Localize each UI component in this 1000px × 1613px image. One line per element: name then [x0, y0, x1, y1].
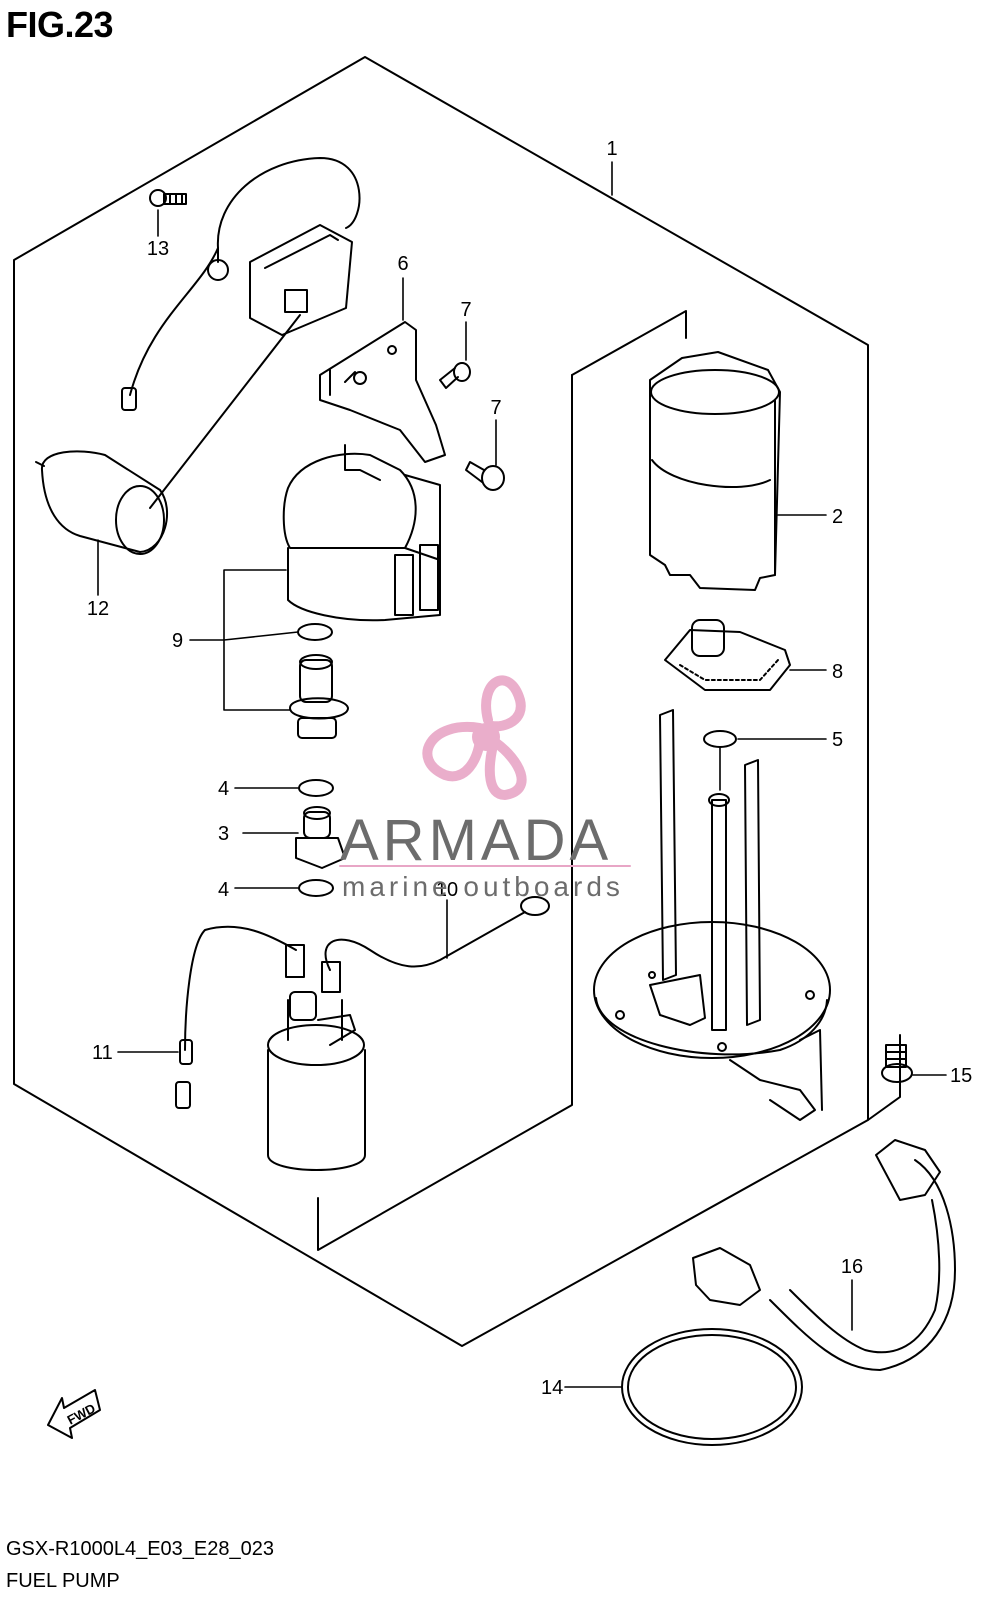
part-12-fuel-level-sender [35, 157, 361, 555]
callout-8: 8 [832, 661, 843, 683]
part-3-valve [295, 806, 346, 869]
part-7-screw-upper [439, 362, 471, 389]
diagram-caption: FUEL PUMP [6, 1570, 120, 1592]
part-2-pump-case [649, 351, 781, 591]
callout-9: 9 [172, 630, 183, 652]
part-13-bolt [149, 189, 187, 207]
callout-4-upper: 4 [218, 778, 229, 800]
assembly-outline [13, 56, 869, 1347]
part-7-screw-lower [465, 461, 505, 491]
armada-watermark: ARMADA marine outboards [339, 675, 631, 902]
fuel-pump-motor [267, 991, 366, 1171]
callout-13: 13 [147, 238, 169, 260]
part-14-gasket [621, 1328, 803, 1446]
fwd-arrow-icon: FWD [47, 1389, 101, 1439]
part-4-o-ring-upper [298, 779, 334, 797]
callout-7-lower: 7 [490, 397, 501, 419]
part-11-lead-wire [175, 925, 305, 1109]
part-14-gasket-inner [627, 1334, 797, 1440]
part-4-o-ring-lower [298, 879, 334, 897]
callout-3: 3 [218, 823, 229, 845]
inner-group-outline-left [317, 374, 573, 1251]
part-9-regulator-housing [282, 444, 441, 622]
callout-14: 14 [541, 1377, 563, 1399]
callout-11: 11 [92, 1042, 113, 1064]
part-9-o-ring [297, 623, 333, 641]
figure-title: FIG.23 [6, 4, 114, 45]
callout-12: 12 [87, 598, 109, 620]
part-6-bracket [319, 321, 446, 463]
part-8-filter [664, 619, 791, 691]
pump-flange-bracket [593, 709, 831, 1121]
part-9-pressure-regulator [289, 654, 349, 739]
leader-lines [97, 161, 947, 1388]
callout-15: 15 [950, 1065, 972, 1087]
callout-2: 2 [832, 506, 843, 528]
part-15-bolt [881, 1044, 913, 1083]
callout-6: 6 [397, 253, 408, 275]
model-code: GSX-R1000L4_E03_E28_023 [6, 1538, 274, 1560]
callout-16: 16 [841, 1256, 863, 1278]
watermark-tagline: marine outboards [342, 871, 624, 902]
part-10-lead-wire [321, 896, 550, 993]
callout-5: 5 [832, 729, 843, 751]
callout-4-lower: 4 [218, 879, 229, 901]
callout-1: 1 [606, 138, 617, 160]
callout-10: 10 [436, 879, 458, 901]
callout-7-upper: 7 [460, 299, 471, 321]
outline-extension [867, 1034, 901, 1121]
inner-group-outline [571, 310, 687, 376]
part-16-fuel-hose [692, 1139, 956, 1371]
propeller-logo-icon [422, 675, 527, 800]
watermark-name: ARMADA [340, 808, 612, 873]
part-5-o-ring [703, 730, 737, 748]
